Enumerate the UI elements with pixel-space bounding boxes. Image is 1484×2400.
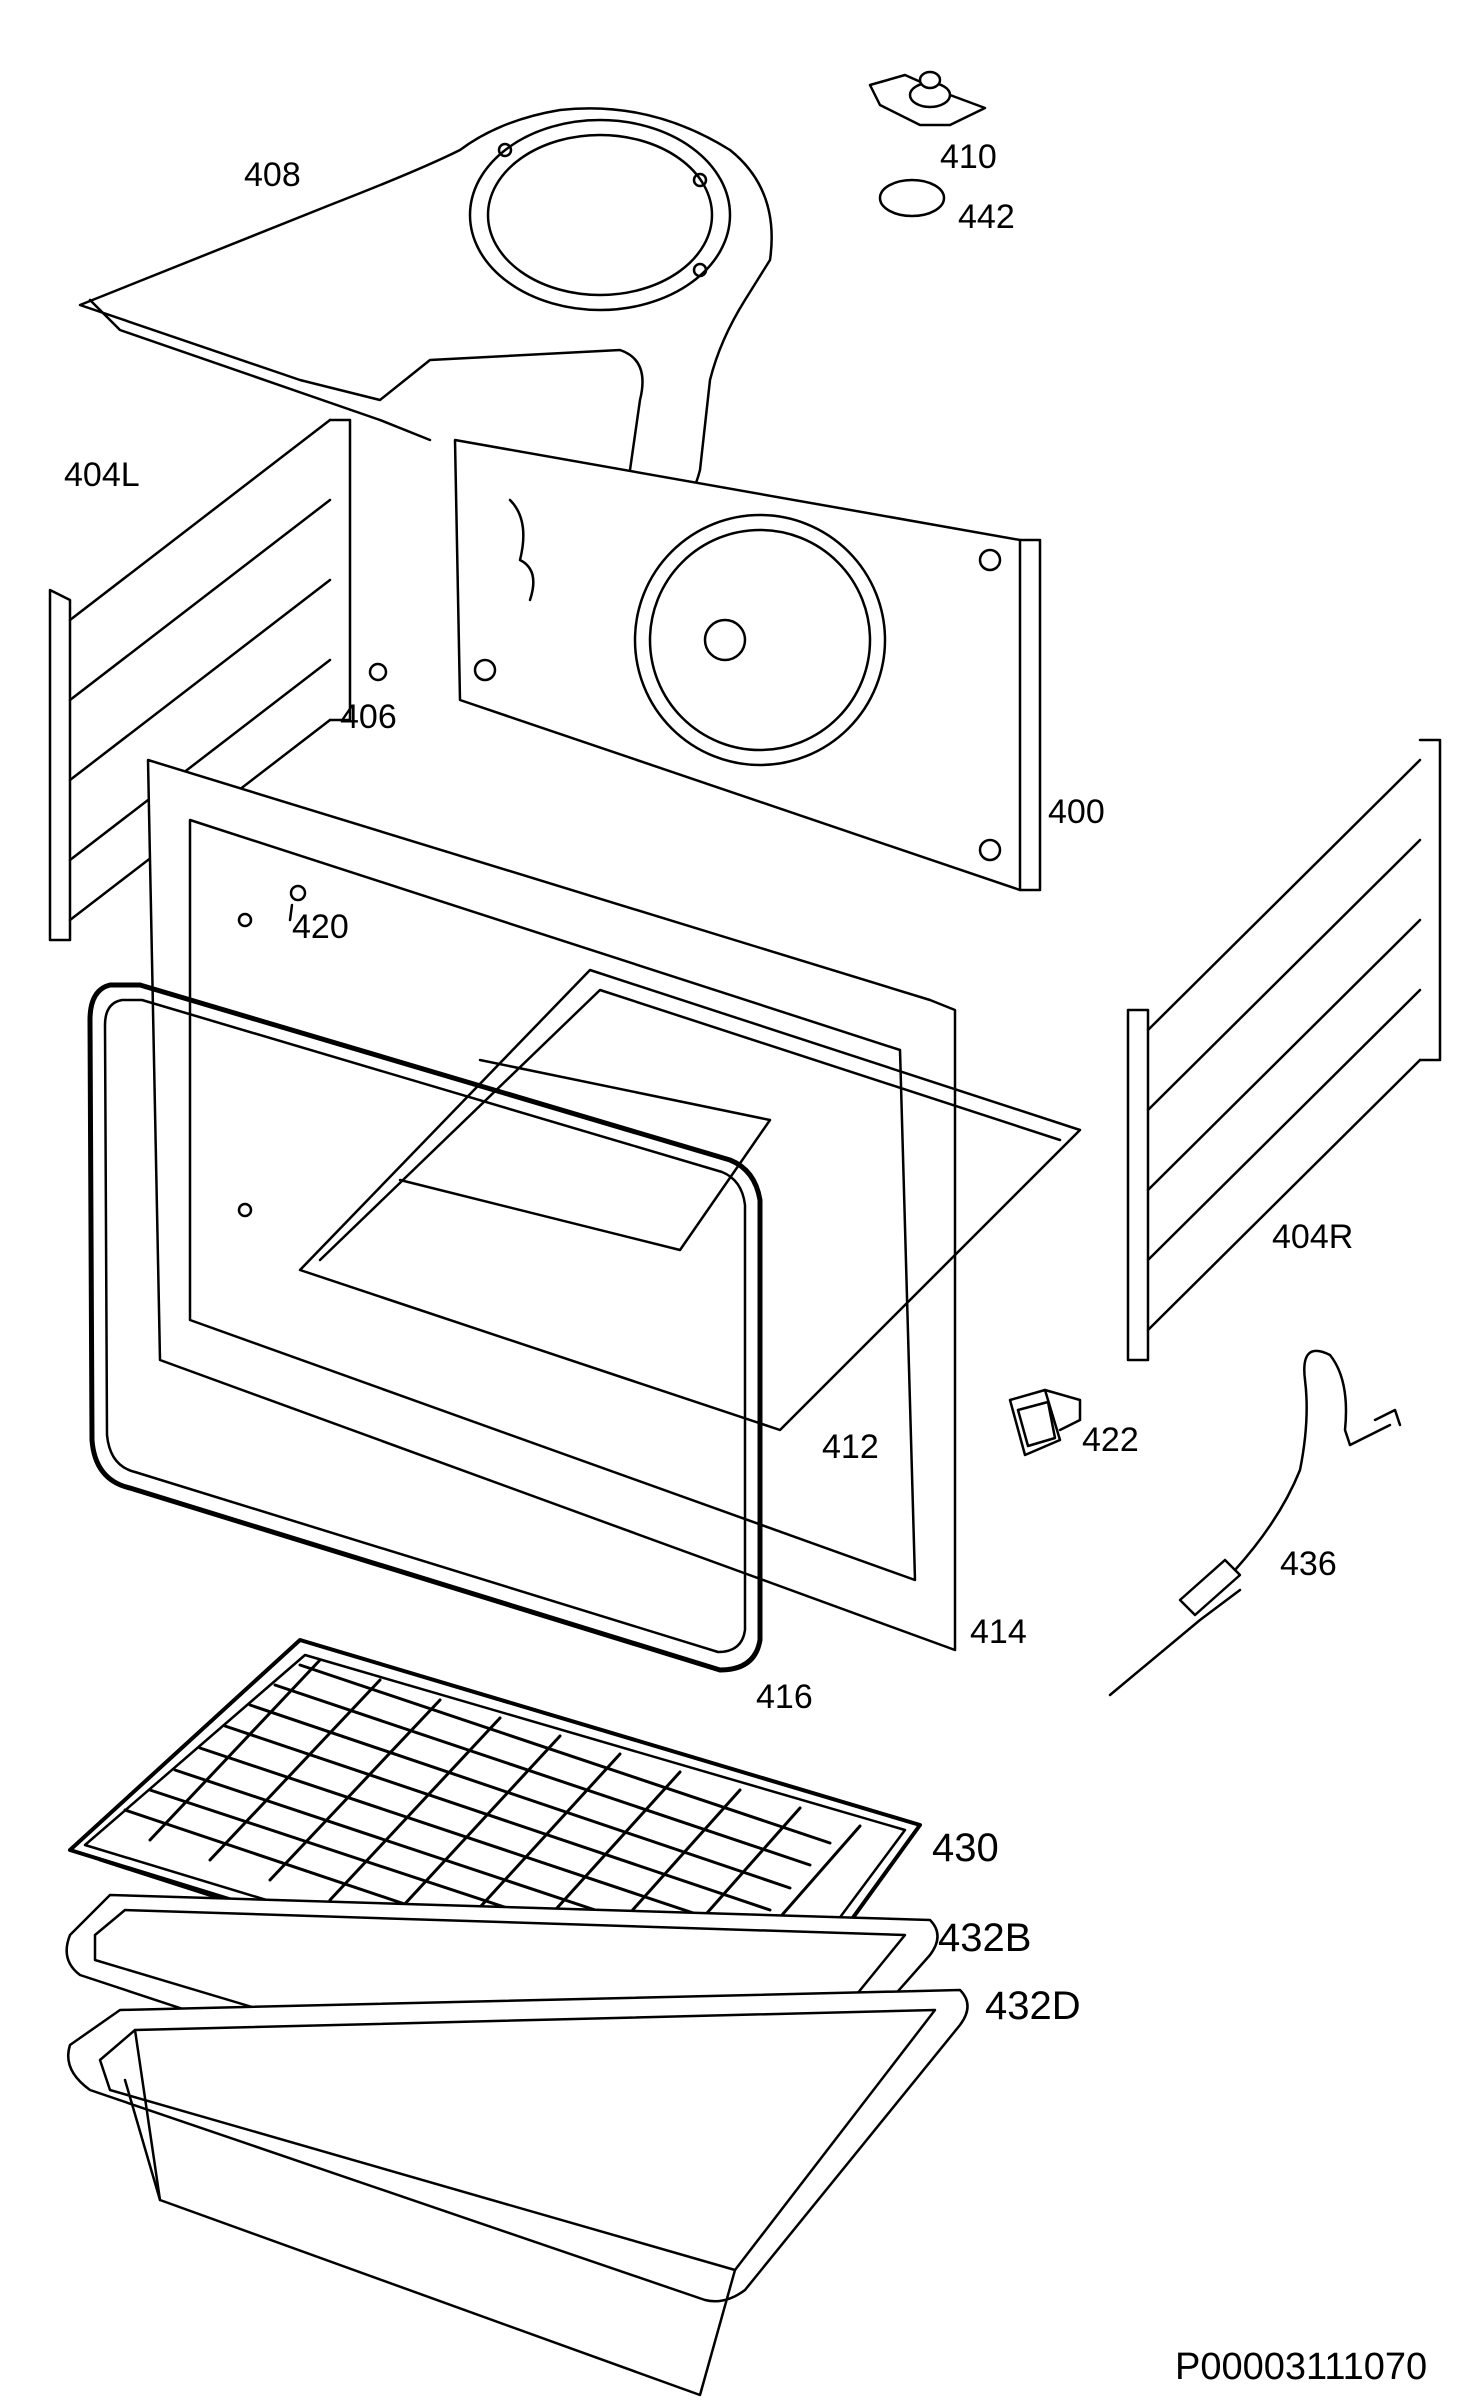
lamp-lens-442-drawing (878, 178, 946, 218)
part-label-404L: 404L (64, 456, 140, 494)
part-label-442: 442 (958, 198, 1015, 236)
front-frame-414-drawing (146, 758, 957, 1652)
diagram-reference-code: P00003111070 (1175, 2346, 1428, 2388)
part-label-406: 406 (340, 698, 397, 736)
part-label-422: 422 (1082, 1421, 1139, 1459)
part-label-432D: 432D (985, 1984, 1081, 2028)
right-shelf-support-404R-drawing (1126, 738, 1442, 1362)
meat-probe-436-drawing (1108, 1349, 1402, 1697)
connector-422-drawing (1008, 1388, 1082, 1457)
part-label-404R: 404R (1272, 1218, 1354, 1256)
door-seal-416-drawing (87, 982, 763, 1673)
lamp-holder-410-drawing (868, 70, 987, 127)
top-cover-408-drawing (78, 107, 773, 522)
part-label-420: 420 (292, 908, 349, 946)
part-label-408: 408 (244, 156, 301, 194)
part-label-432B: 432B (938, 1916, 1032, 1960)
part-label-416: 416 (756, 1678, 813, 1716)
deep-tray-432D-drawing (67, 1988, 969, 2397)
part-label-410: 410 (940, 138, 997, 176)
back-panel-400-drawing (453, 438, 1042, 892)
part-label-436: 436 (1280, 1545, 1337, 1583)
cavity-frame-412-drawing (298, 968, 1082, 1432)
clip-406-drawing (368, 662, 388, 682)
part-label-414: 414 (970, 1613, 1027, 1651)
part-label-412: 412 (822, 1428, 879, 1466)
part-label-400: 400 (1048, 793, 1105, 831)
left-shelf-support-404L-drawing (48, 418, 352, 942)
screw-420-drawing (288, 884, 307, 922)
part-label-430: 430 (932, 1826, 999, 1870)
